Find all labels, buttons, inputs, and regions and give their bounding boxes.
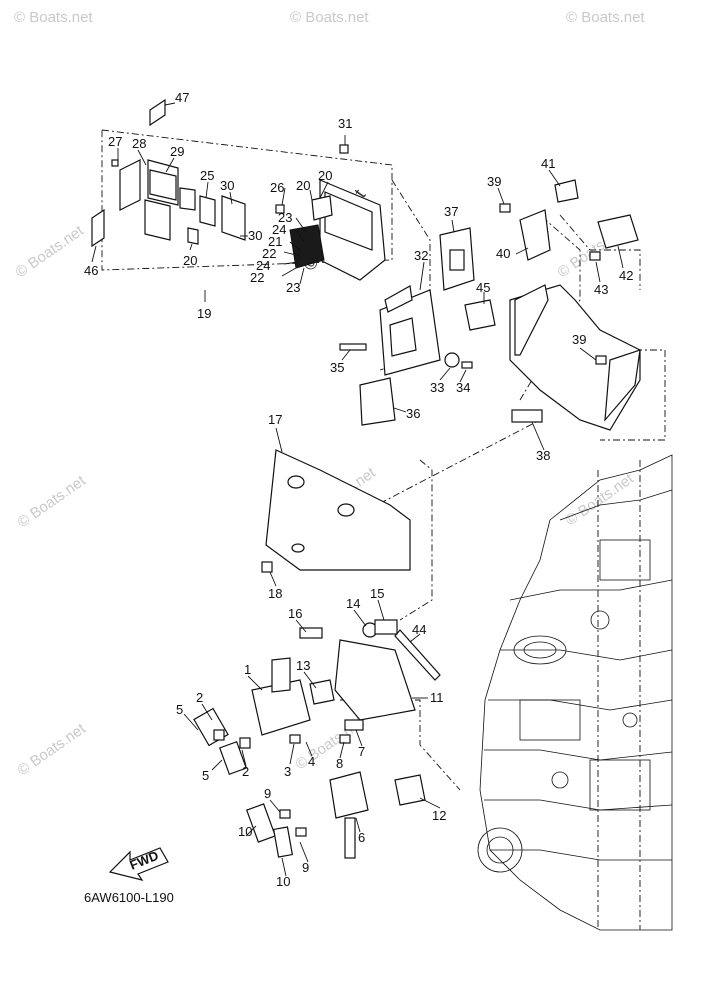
callout-label: 20 (183, 253, 197, 268)
diagram-code: 6AW6100-L190 (84, 890, 174, 905)
callout-label: 1 (244, 662, 251, 677)
callout-label: 44 (412, 622, 426, 637)
engine-block-illustration (477, 454, 673, 931)
callout-label: 5 (202, 768, 209, 783)
callout-label: 45 (476, 280, 490, 295)
callout-label: 30 (248, 228, 262, 243)
callout-label: 32 (414, 248, 428, 263)
callout-label: 34 (456, 380, 470, 395)
relay-box-components (339, 227, 496, 426)
callout-labels: 47 27 28 29 25 30 30 26 20 20 20 31 23 2… (84, 90, 633, 889)
callout-label: 39 (572, 332, 586, 347)
callout-label: 26 (270, 180, 284, 195)
leader-lines (91, 102, 624, 877)
watermark: © Boats.net (13, 222, 88, 281)
cable-tie-icon (149, 98, 166, 127)
callout-label: 28 (132, 136, 146, 151)
bracket-components (499, 179, 641, 431)
callout-label: 13 (296, 658, 310, 673)
callout-label: 10 (238, 824, 252, 839)
callout-label: 42 (619, 268, 633, 283)
callout-label: 18 (268, 586, 282, 601)
callout-label: 12 (432, 808, 446, 823)
watermark: © Boats.net (15, 472, 90, 531)
watermark: © Boats.net (563, 470, 638, 529)
callout-label: 14 (346, 596, 360, 611)
callout-label: 46 (84, 263, 98, 278)
callout-label: 36 (406, 406, 420, 421)
callout-label: 47 (175, 90, 189, 105)
callout-label: 8 (336, 756, 343, 771)
callout-label: 30 (220, 178, 234, 193)
callout-label: 20 (296, 178, 310, 193)
callout-label: 15 (370, 586, 384, 601)
callout-label: 24 (272, 222, 286, 237)
callout-label: 9 (302, 860, 309, 875)
watermark: © Boats.net (15, 720, 90, 779)
callout-label: 27 (108, 134, 122, 149)
callout-label: 29 (170, 144, 184, 159)
ignition-components (193, 619, 441, 859)
callout-label: 22 (262, 246, 276, 261)
callout-label: 21 (268, 234, 282, 249)
callout-label: 38 (536, 448, 550, 463)
callout-label: 17 (268, 412, 282, 427)
callout-label: 22 (250, 270, 264, 285)
callout-label: 2 (196, 690, 203, 705)
callout-label: 2 (242, 764, 249, 779)
fwd-arrow-icon: FWD (108, 847, 169, 881)
callout-label: 7 (358, 744, 365, 759)
callout-label: 31 (338, 116, 352, 131)
callout-label: 16 (288, 606, 302, 621)
callout-label: 35 (330, 360, 344, 375)
callout-label: 24 (256, 258, 270, 273)
callout-label: 9 (264, 786, 271, 801)
callout-label: 19 (197, 306, 211, 321)
callout-label: 10 (276, 874, 290, 889)
callout-label: 20 (318, 168, 332, 183)
callout-label: 11 (430, 690, 444, 705)
callout-label: 3 (284, 764, 291, 779)
callout-label: 41 (541, 156, 555, 171)
callout-label: 43 (594, 282, 608, 297)
junction-box-components (91, 98, 386, 281)
callout-label: 37 (444, 204, 458, 219)
callout-label: 4 (308, 754, 315, 769)
watermark: © Boats.net (14, 9, 93, 26)
watermark: © Boats.net (290, 9, 369, 26)
callout-label: 23 (286, 280, 300, 295)
callout-label: 6 (358, 830, 365, 845)
callout-label: 40 (496, 246, 510, 261)
cable-tie-icon (91, 208, 105, 248)
callout-label: 23 (278, 210, 292, 225)
callout-label: 5 (176, 702, 183, 717)
callout-label: 33 (430, 380, 444, 395)
watermark: © Boats.net (566, 9, 645, 26)
callout-label: 39 (487, 174, 501, 189)
callout-label: 25 (200, 168, 214, 183)
